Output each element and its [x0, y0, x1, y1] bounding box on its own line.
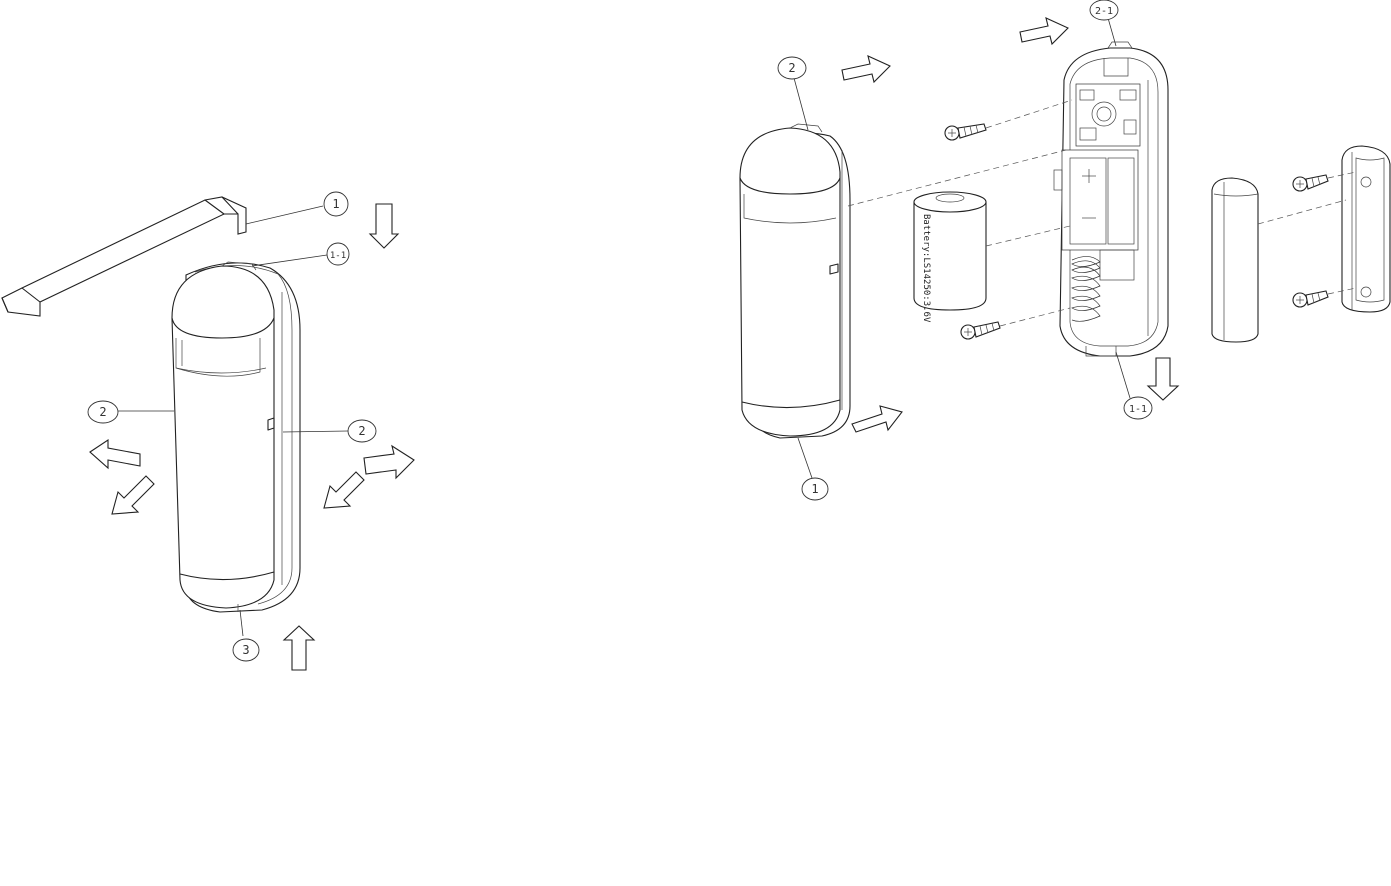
callout-right-1-1: 1-1	[1124, 397, 1152, 419]
battery: Battery:LS14250:3.6V	[914, 192, 986, 323]
arrow-out-right-a	[364, 446, 414, 478]
right-assembly: Battery:LS14250:3.6V	[740, 0, 1390, 500]
front-cover-right	[740, 124, 850, 438]
bracket-cover	[1212, 178, 1258, 342]
screw-upper-left	[945, 124, 986, 140]
arrow-down-right	[1148, 358, 1178, 400]
svg-text:3: 3	[242, 643, 249, 657]
callout-right-2-1: 2-1	[1090, 0, 1118, 20]
screw-lower-right	[1293, 291, 1328, 307]
arrow-out-right-b	[324, 472, 364, 508]
svg-text:2: 2	[99, 405, 106, 419]
arrow-out-left-b	[112, 476, 154, 514]
screw-upper-right	[1293, 175, 1328, 191]
svg-text:2: 2	[358, 424, 365, 438]
arrow-up-left	[284, 626, 314, 670]
mounting-bracket	[1342, 146, 1390, 312]
svg-text:1-1: 1-1	[330, 251, 346, 261]
callout-left-2a: 2	[88, 401, 118, 423]
arrow-right-upper	[842, 56, 890, 82]
sensor-body-left	[172, 262, 300, 612]
callout-left-1: 1	[324, 192, 348, 216]
back-housing	[1054, 42, 1168, 356]
svg-text:1-1: 1-1	[1129, 404, 1147, 415]
arrow-down-left	[370, 204, 398, 248]
battery-label: Battery:LS14250:3.6V	[921, 214, 931, 323]
svg-text:1: 1	[332, 197, 339, 211]
screw-lower-left	[961, 322, 1000, 339]
callout-right-2: 2	[778, 57, 806, 79]
arrow-out-left-a	[90, 440, 140, 468]
left-assembly: 1 1-1 2 2 3	[2, 192, 414, 670]
callout-left-1-1: 1-1	[327, 243, 349, 265]
svg-text:2: 2	[788, 61, 795, 75]
arrow-right-lower	[852, 406, 902, 432]
arrow-right-top	[1020, 18, 1068, 44]
callout-right-1: 1	[802, 478, 828, 500]
callout-left-2b: 2	[348, 420, 376, 442]
svg-text:2-1: 2-1	[1095, 6, 1113, 17]
svg-text:1: 1	[811, 482, 818, 496]
callout-left-3: 3	[233, 639, 259, 661]
